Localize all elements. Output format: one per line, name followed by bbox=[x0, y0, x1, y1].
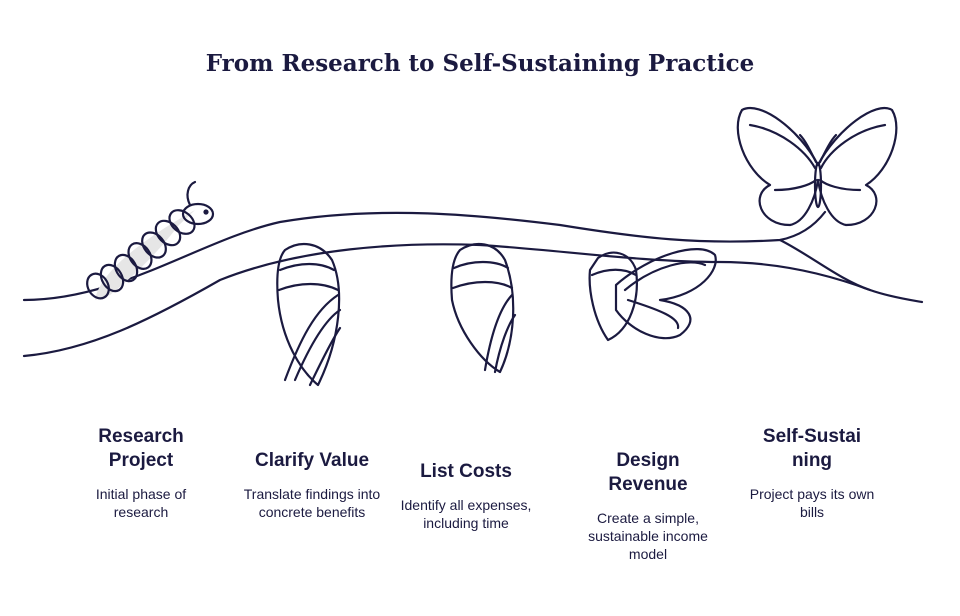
branch-icon bbox=[22, 210, 924, 358]
cocoon-icon bbox=[276, 242, 342, 387]
emerging-butterfly-icon bbox=[588, 248, 717, 342]
stage-design-revenue: Design Revenue Create a simple, sustaina… bbox=[563, 449, 733, 563]
cocoon-icon bbox=[450, 242, 517, 374]
stage-heading: Clarify Value bbox=[254, 450, 370, 471]
stage-heading: List Costs bbox=[420, 461, 512, 482]
diagram-title: From Research to Self-Sustaining Practic… bbox=[205, 50, 755, 77]
stage-clarify-value: Clarify Value Translate findings into co… bbox=[227, 449, 397, 521]
stage-list-costs: List Costs Identify all expenses, includ… bbox=[381, 460, 551, 532]
butterfly-icon bbox=[736, 107, 898, 227]
stage-heading: Design Revenue bbox=[608, 450, 688, 495]
stage-heading: Self-Sustaining bbox=[762, 426, 862, 471]
stage-description: Identify all expenses, including time bbox=[400, 497, 532, 531]
stage-heading: Research Project bbox=[98, 426, 184, 471]
caterpillar-icon bbox=[86, 180, 215, 300]
stage-description: Translate findings into concrete benefit… bbox=[243, 486, 381, 520]
stage-description: Initial phase of research bbox=[95, 486, 187, 520]
stage-research-project: Research Project Initial phase of resear… bbox=[56, 425, 226, 521]
stage-description: Create a simple, sustainable income mode… bbox=[588, 510, 708, 562]
stage-self-sustaining: Self-Sustaining Project pays its own bil… bbox=[727, 425, 897, 521]
stage-description: Project pays its own bills bbox=[749, 486, 875, 520]
